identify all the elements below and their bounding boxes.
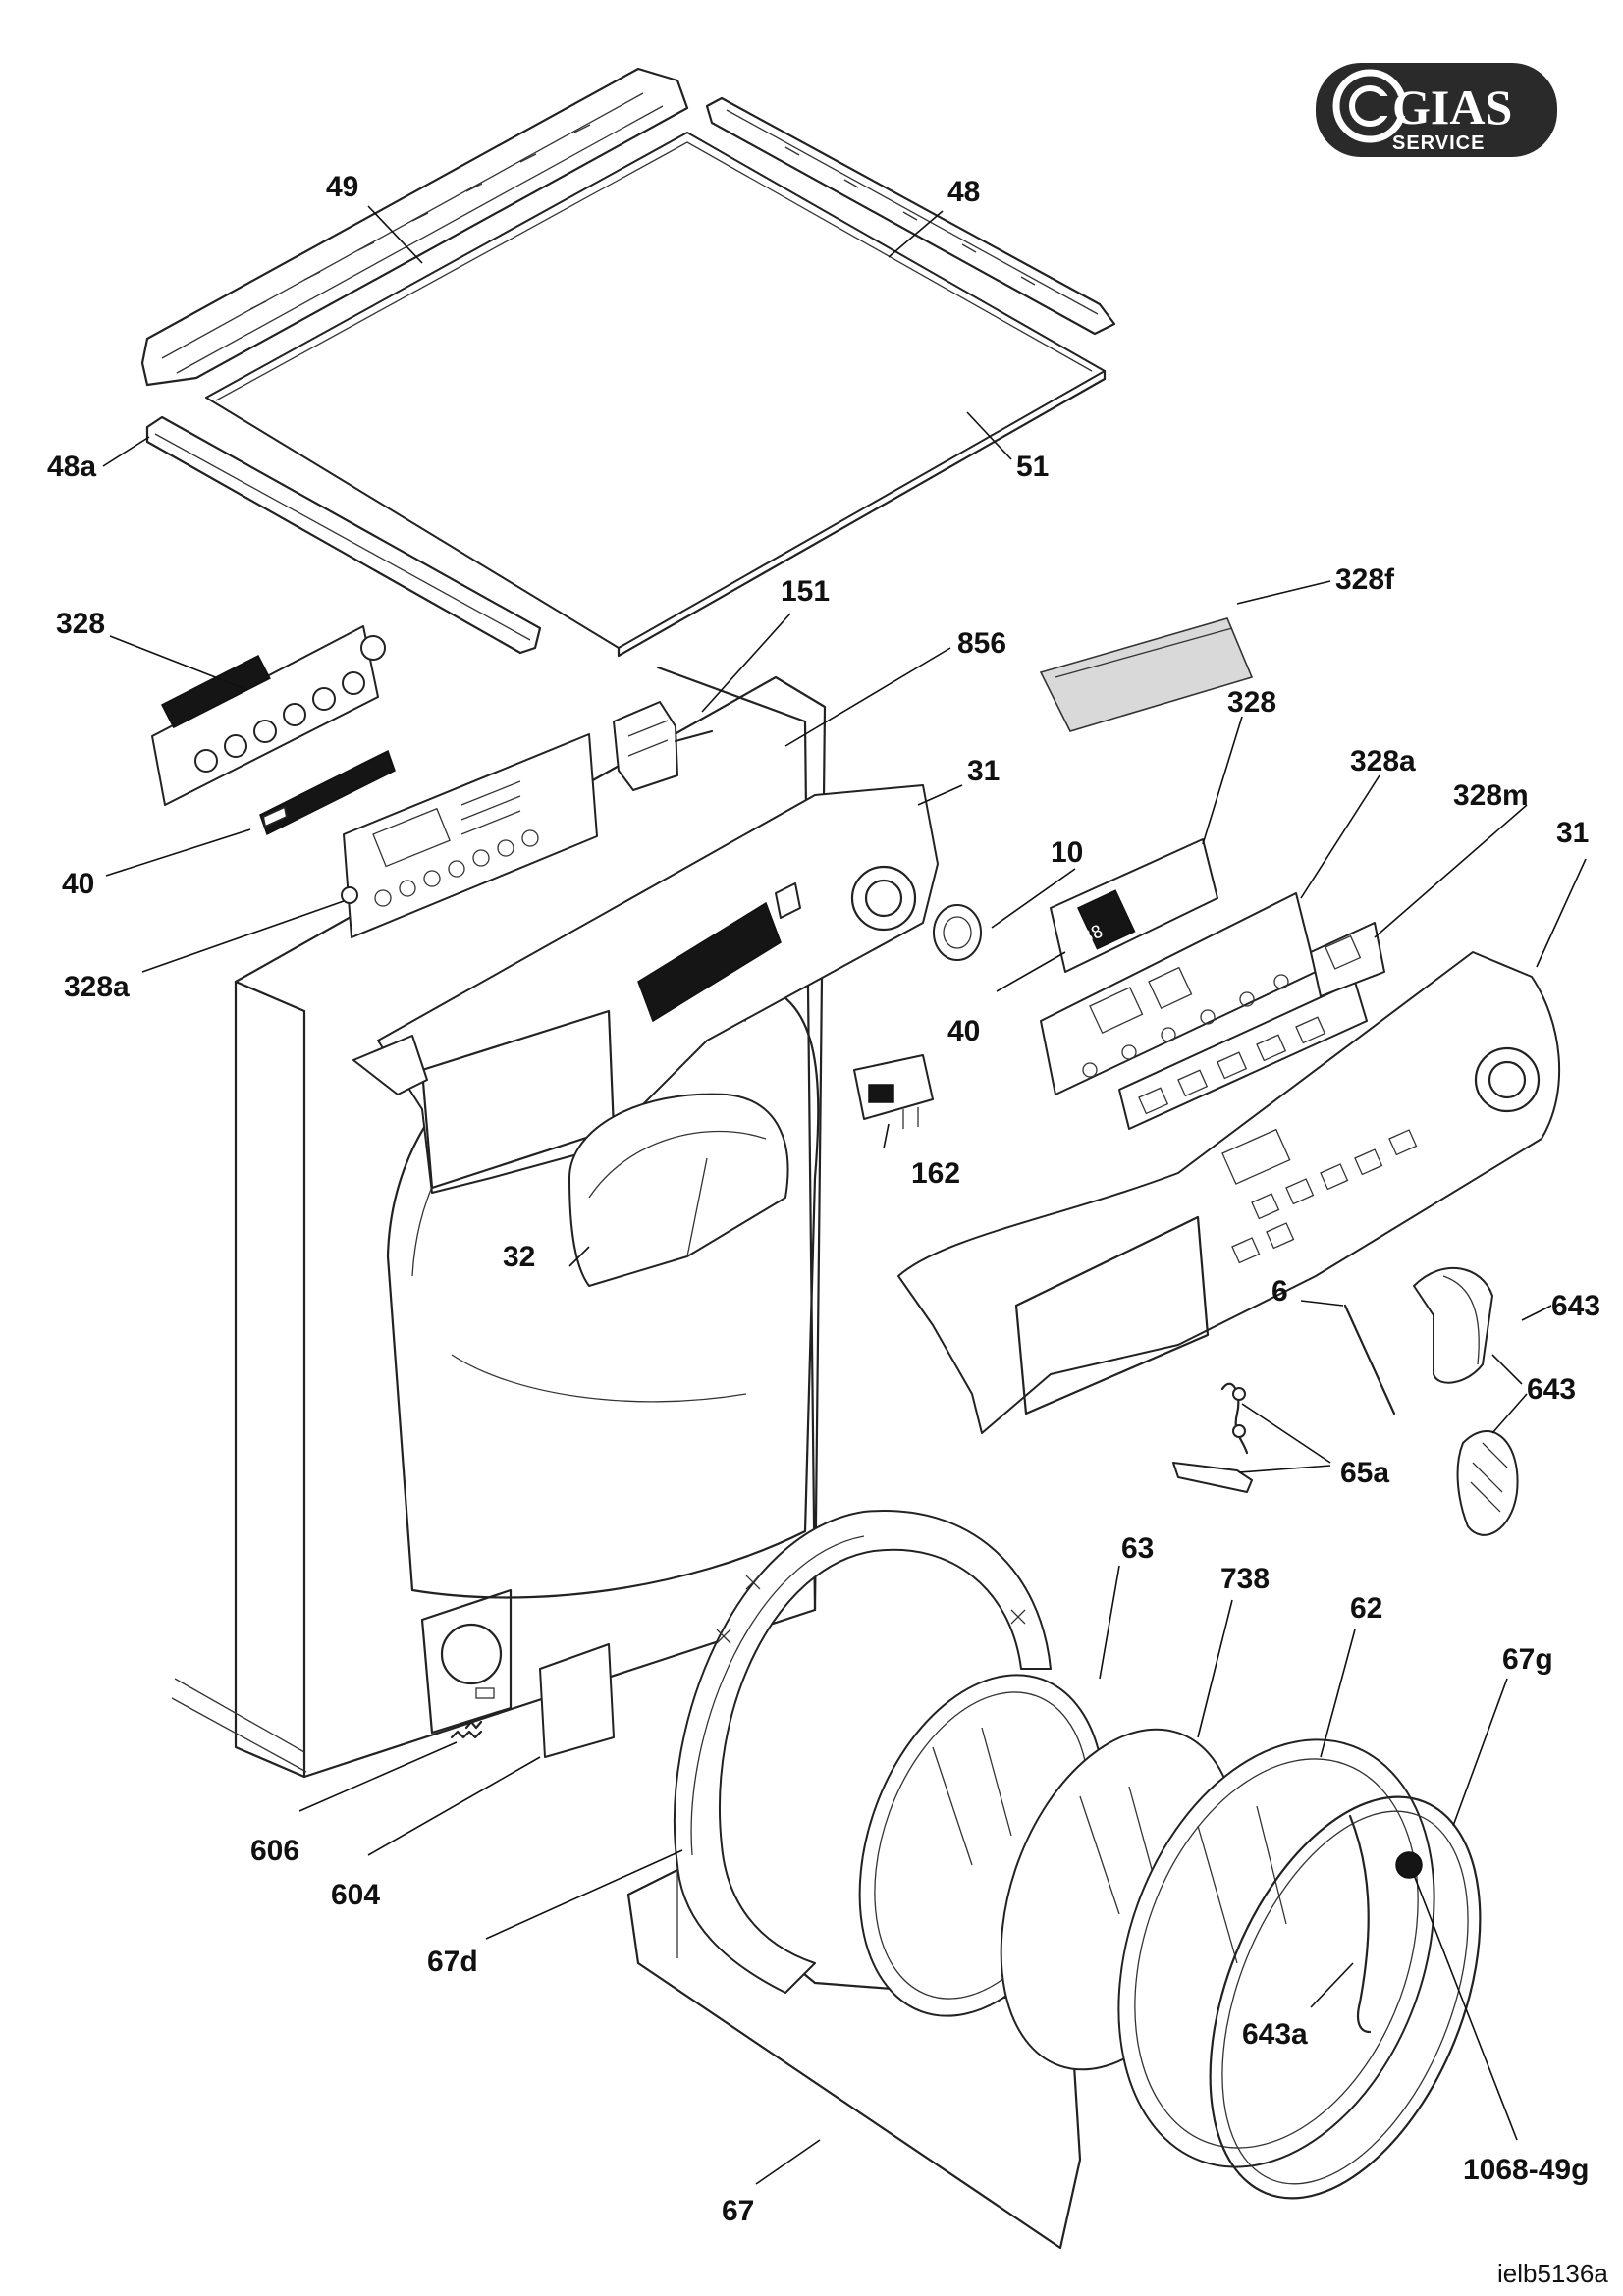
- label-31-mid: 31: [967, 755, 1000, 787]
- label-328m: 328m: [1453, 779, 1529, 812]
- label-48a: 48a: [47, 451, 96, 483]
- label-328-left: 328: [56, 608, 105, 640]
- control-board-328-left: [151, 625, 386, 806]
- label-32: 32: [503, 1241, 535, 1273]
- label-65a: 65a: [1340, 1457, 1389, 1489]
- label-63: 63: [1121, 1532, 1154, 1565]
- label-738: 738: [1220, 1563, 1270, 1595]
- label-328-right: 328: [1227, 686, 1276, 719]
- label-606: 606: [250, 1835, 299, 1867]
- leader-lines: [102, 205, 1587, 2185]
- door-frame-62: [1117, 1738, 1435, 2168]
- label-6: 6: [1271, 1275, 1288, 1308]
- detergent-drawer-32: [568, 1093, 789, 1287]
- door-lock-151: [613, 701, 714, 791]
- knob-10: [933, 904, 982, 961]
- drawing-reference: ielb5136a: [1497, 2259, 1608, 2288]
- button-panel-328m: [1118, 922, 1385, 1130]
- control-fascia-31-right: [897, 951, 1561, 1434]
- door-ring-67d: [674, 1510, 1052, 1994]
- label-643-mid: 643: [1527, 1373, 1576, 1406]
- label-162: 162: [911, 1157, 960, 1190]
- label-643a: 643a: [1242, 2018, 1308, 2051]
- label-48: 48: [947, 176, 980, 208]
- control-frame-328a-left: [341, 733, 598, 938]
- top-lid-assembly: [140, 67, 1116, 658]
- hinge-wire-643a: [1348, 1814, 1372, 2034]
- spring-606: [450, 1720, 483, 1739]
- label-1068-49g: 1068-49g: [1463, 2154, 1589, 2186]
- label-328a-right: 328a: [1350, 745, 1416, 777]
- label-856: 856: [957, 627, 1006, 660]
- panel-cover-328f: [1039, 617, 1254, 732]
- label-31-right: 31: [1556, 817, 1589, 849]
- label-67d: 67d: [427, 1946, 478, 1978]
- display-module-40-left: [259, 749, 396, 836]
- brand-name: GIAS: [1392, 80, 1512, 134]
- door-seal-ring-67g: [1209, 1795, 1482, 2200]
- part-labels: 49 48 48a 51 328 151 856 328f 40 328a 31…: [47, 171, 1600, 2227]
- label-67: 67: [722, 2195, 754, 2227]
- filter-cover-604: [539, 1643, 615, 1758]
- handle-643: [1413, 1267, 1493, 1384]
- label-40-right: 40: [947, 1015, 980, 1047]
- label-151: 151: [781, 575, 830, 608]
- label-49: 49: [326, 171, 358, 203]
- spring-lever-65a: [1172, 1382, 1253, 1493]
- label-67g: 67g: [1502, 1643, 1553, 1676]
- label-51: 51: [1016, 451, 1049, 483]
- label-62: 62: [1350, 1592, 1382, 1625]
- label-40-left: 40: [62, 868, 94, 900]
- microswitch-162: [853, 1054, 934, 1129]
- control-board-328-right: 88: [1050, 838, 1218, 973]
- label-604: 604: [331, 1879, 380, 1911]
- gias-service-logo: GIAS SERVICE: [1316, 63, 1557, 157]
- label-328a-left: 328a: [64, 971, 130, 1003]
- label-328f: 328f: [1335, 563, 1395, 596]
- handle-cover-643: [1456, 1430, 1519, 1536]
- pin-6: [1343, 1304, 1396, 1415]
- label-643-top: 643: [1551, 1290, 1600, 1322]
- label-10: 10: [1051, 836, 1083, 869]
- brand-subtitle: SERVICE: [1392, 133, 1485, 154]
